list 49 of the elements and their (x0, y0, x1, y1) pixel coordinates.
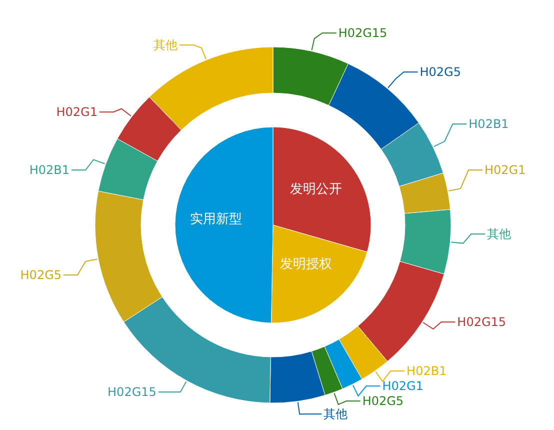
leader-line (433, 124, 468, 148)
category-label: H02G15 (457, 314, 506, 330)
category-label: 其他 (487, 226, 512, 242)
pie-slice (271, 224, 368, 324)
leader-line (422, 322, 456, 330)
donut-segment (400, 209, 452, 274)
donut-segment (358, 261, 444, 362)
slice-label: 发明公开 (289, 181, 343, 199)
pie-slice (174, 126, 274, 324)
category-label: 其他 (153, 37, 178, 53)
category-label: H02G5 (362, 393, 404, 409)
donut-segment (311, 346, 343, 396)
donut-segment (380, 122, 444, 187)
category-label: H02B1 (29, 162, 70, 178)
category-label: H02B1 (468, 116, 509, 132)
leader-line (334, 392, 361, 406)
pie-slice (272, 126, 372, 252)
leader-line (63, 258, 98, 276)
donut-segment (117, 96, 182, 162)
leader-line (388, 72, 418, 88)
category-label: H02G15 (108, 384, 156, 400)
slice-label: 实用新型 (189, 211, 243, 229)
donut-segment (328, 63, 420, 150)
category-label: H02G5 (420, 64, 461, 80)
donut-segment (270, 350, 326, 404)
category-label: H02G5 (20, 267, 62, 283)
donut-segment (98, 138, 158, 200)
category-label: H02G1 (382, 378, 424, 394)
leader-line (98, 108, 132, 117)
category-label: H02B1 (406, 363, 447, 379)
category-label: H02G15 (338, 25, 388, 41)
leader-line (158, 381, 187, 393)
donut-segment (324, 339, 362, 390)
category-label: 其他 (324, 406, 348, 422)
donut-segment (272, 46, 348, 106)
slice-label: 发明授权 (279, 256, 333, 274)
leader-line (448, 170, 483, 192)
leader-line (178, 44, 206, 60)
donut-segment (398, 172, 451, 214)
leader-line (450, 234, 486, 244)
category-label: H02G1 (56, 104, 98, 120)
leader-line (71, 159, 106, 170)
category-label: H02G1 (484, 162, 526, 178)
leader-line (297, 402, 322, 415)
donut-segment (95, 190, 163, 322)
donut-segment (338, 326, 388, 380)
leader-line (352, 384, 381, 397)
leader-line (311, 32, 337, 51)
leader-line (375, 370, 406, 382)
